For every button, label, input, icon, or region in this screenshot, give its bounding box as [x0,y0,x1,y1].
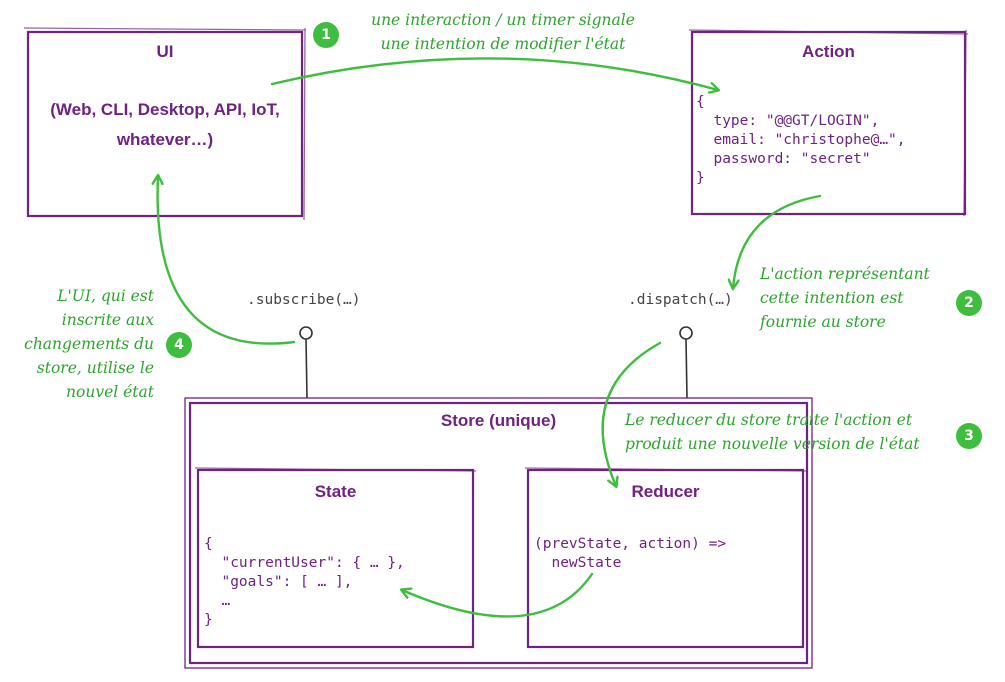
action-box: Action { type: "@@GT/LOGIN", email: "chr… [692,32,965,214]
ui-box-border [23,27,307,221]
ui-subtitle-line2: whatever…) [116,130,214,149]
step-3-note: Le reducer du store traite l'action et p… [625,411,920,453]
subscribe-method-label: .subscribe(…) [247,292,361,308]
arrow-ui-to-action [270,57,718,90]
state-box-border [194,467,477,649]
ui-box: UI (Web, CLI, Desktop, API, IoT, whateve… [28,32,302,216]
reducer-title: Reducer [631,482,700,501]
arrow-action-to-dispatch [733,194,822,288]
arrow-dispatch-to-reducer [601,341,662,486]
step-4-badge: 4 [166,332,192,358]
store-title: Store (unique) [440,411,557,430]
step-2-note: L'action représentant cette intention es… [760,265,930,331]
state-box: State { "currentUser": { … }, "goals": [… [198,470,473,647]
store-box-border [184,397,813,669]
ui-title: UI [156,42,174,61]
dispatch-connector [679,326,693,399]
subscribe-connector [299,326,313,399]
state-title: State [314,482,357,501]
action-code: { type: "@@GT/LOGIN", email: "christophe… [696,94,906,186]
store-box: Store (unique) [190,403,807,663]
state-code: { "currentUser": { … }, "goals": [ … ], … [204,536,405,628]
step-2-badge: 2 [956,290,982,316]
reducer-box-border [524,467,807,649]
step-4-note: L'UI, qui est inscrite aux changements d… [24,287,154,401]
step-1-note: une interaction / un timer signale une i… [371,11,635,53]
action-box-border [688,29,969,217]
step-3-badge: 3 [956,423,982,449]
step-1-badge: 1 [313,22,339,48]
reducer-box: Reducer (prevState, action) => newState [528,470,803,647]
arrow-subscribe-to-ui [158,176,296,345]
arrow-reducer-to-state [402,572,594,618]
ui-subtitle-line1: (Web, CLI, Desktop, API, IoT, [50,100,280,119]
action-title: Action [802,42,855,61]
reducer-code: (prevState, action) => newState [534,536,727,571]
dispatch-method-label: .dispatch(…) [628,292,733,308]
